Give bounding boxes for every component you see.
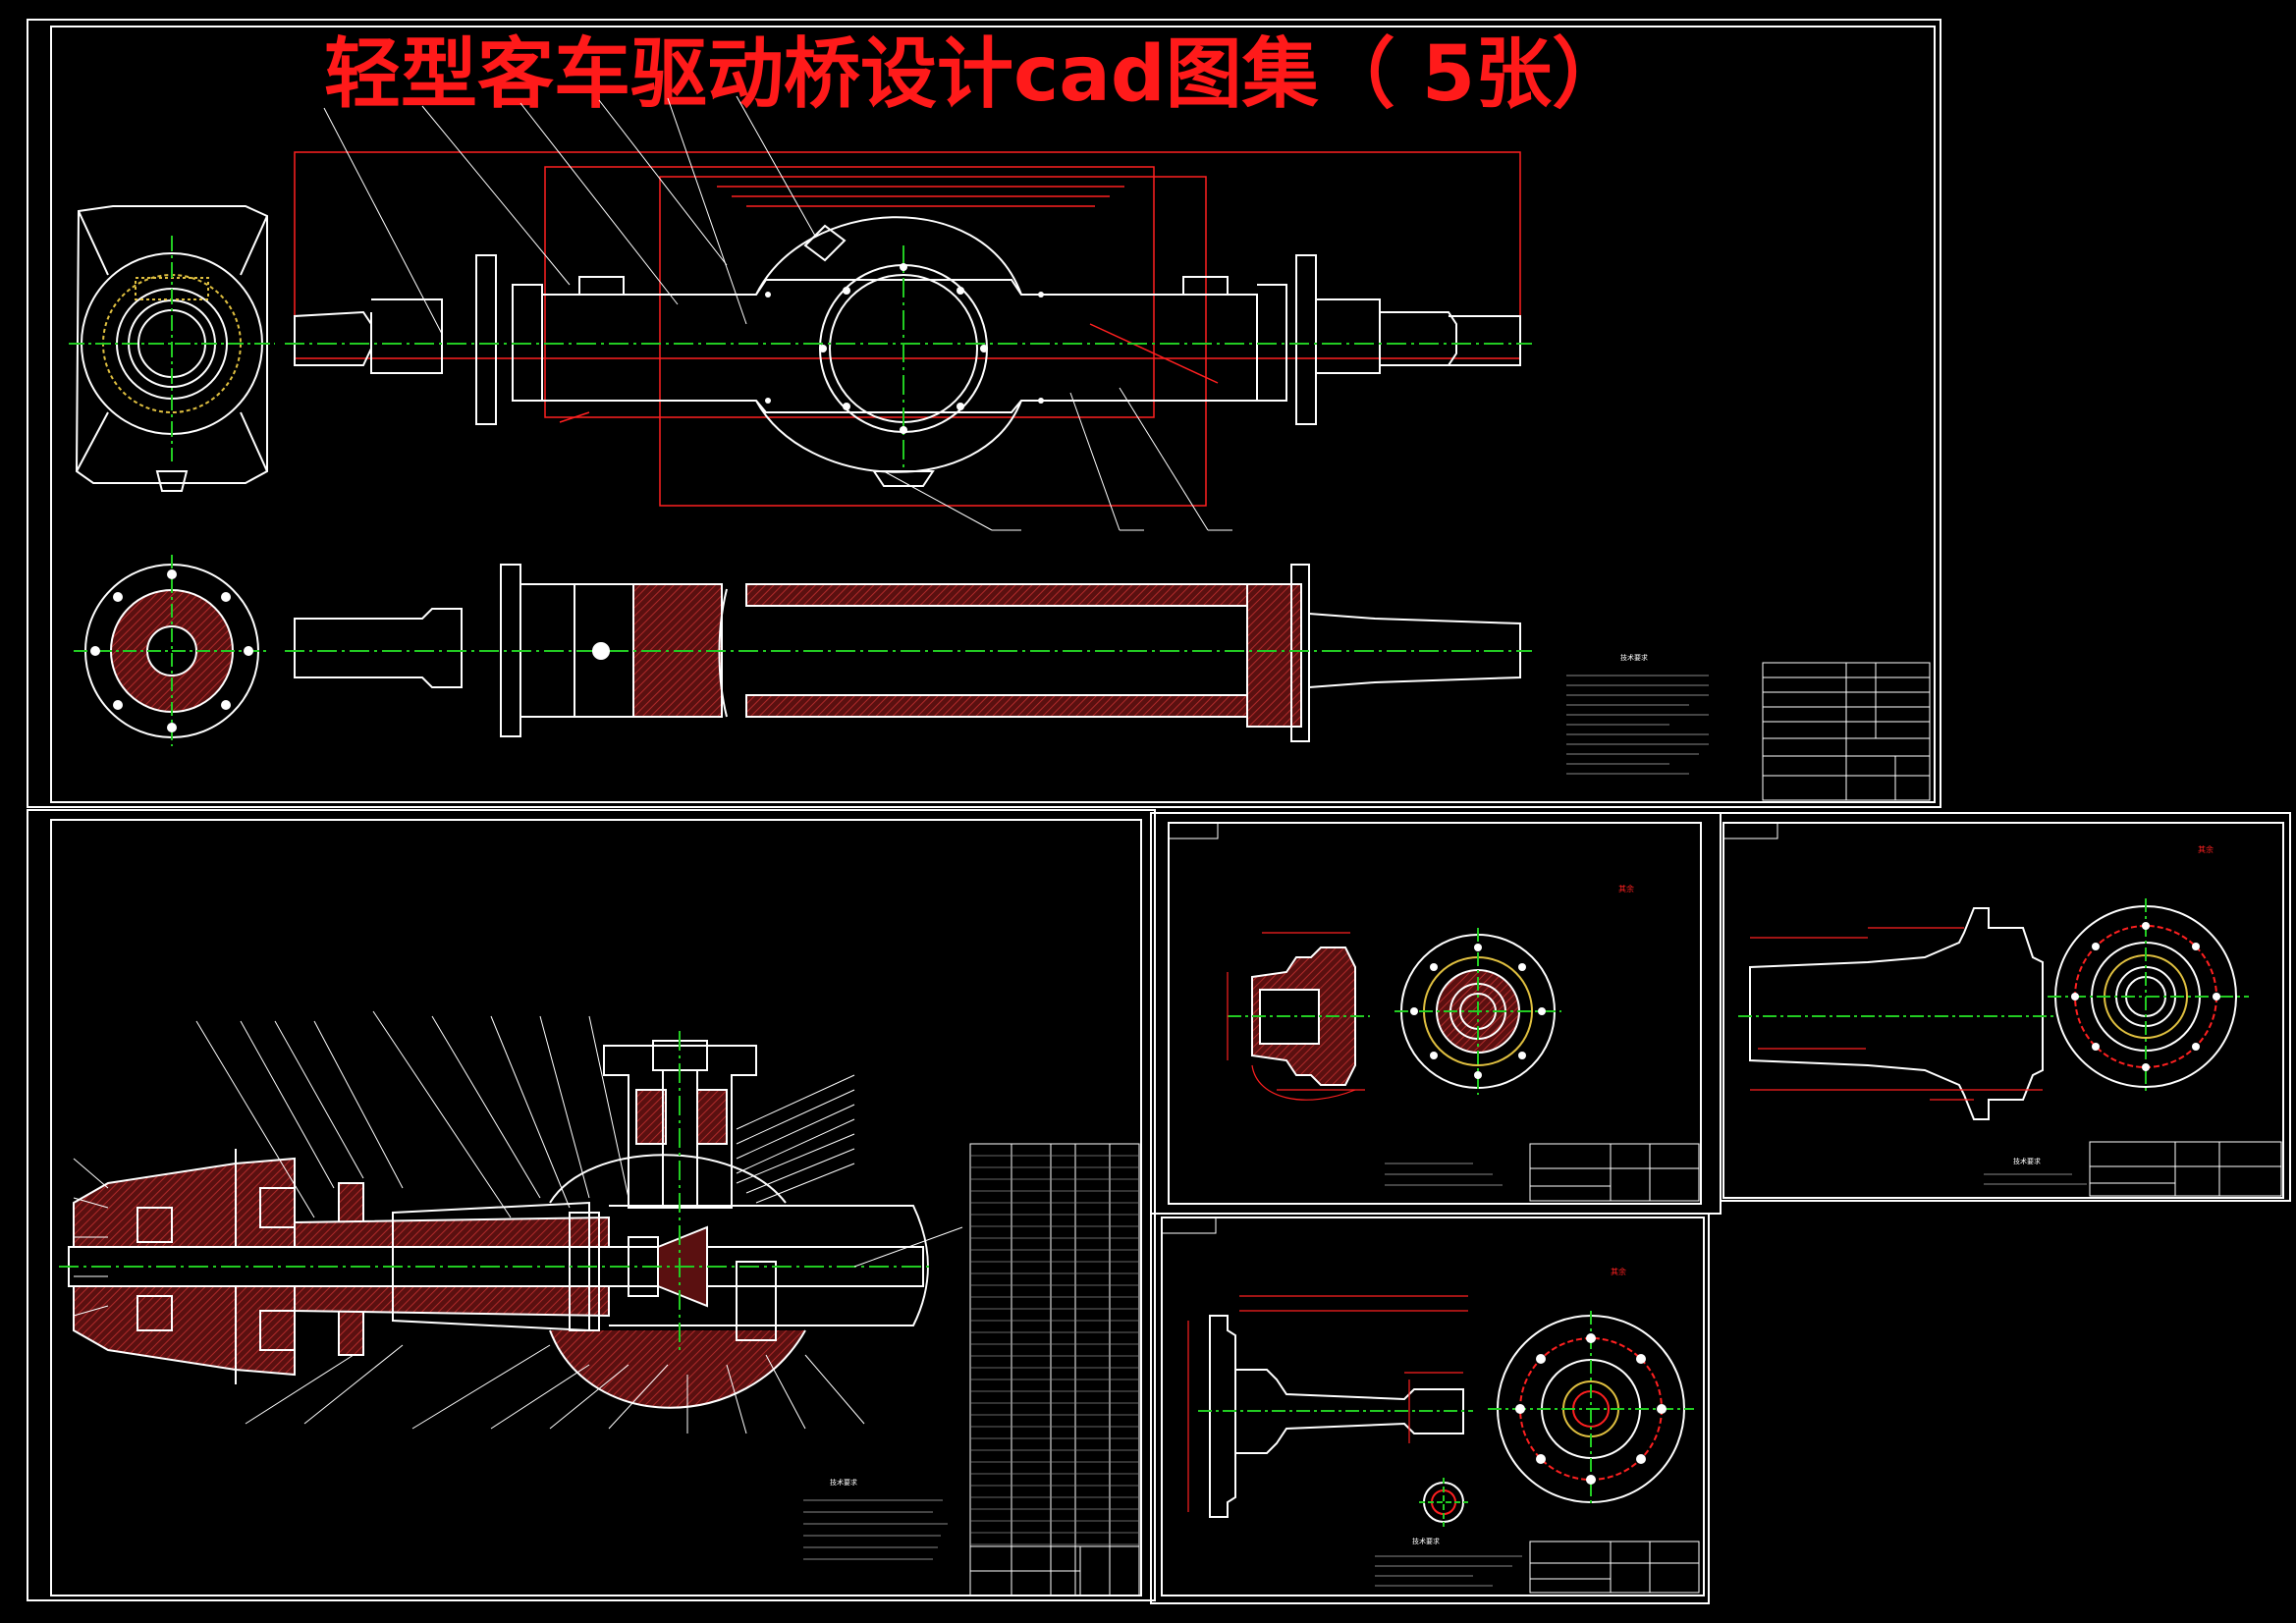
housing-dimension-lines [294,151,1521,507]
housing-front-view [285,216,1532,487]
diff-case-section [1228,947,1370,1086]
diff-case-title-block [1529,1143,1700,1202]
housing-leader-lines [323,95,1232,531]
sleeve-title-block [2089,1141,2282,1197]
sleeve-tech-notes: 技术要求 [1984,1157,2087,1185]
roughness-label: 其余 [1611,1267,1626,1276]
sleeve-profile [1738,907,2057,1120]
sheet-outer-border [27,809,1156,1601]
sheet-corner-tag [1722,822,1778,839]
housing-bolt-holes [765,263,1044,434]
assembly-notes-heading: 技术要求 [830,1478,857,1487]
sheet-inner-border [1168,822,1702,1205]
diff-case-end-view [1394,928,1561,1095]
housing-end-view [69,205,275,492]
assembly-section-view [59,1031,933,1409]
sheet-inner-border [1722,822,2284,1199]
half-shaft-dims [1187,1295,1468,1512]
sheet-outer-border [1720,812,2291,1202]
housing-section-view [285,564,1532,742]
assembly-title-block [969,1545,1140,1596]
half-shaft-notes-heading: 技术要求 [1412,1537,1440,1545]
sheet-half-shaft: 其余 [1150,1213,1710,1604]
housing-tech-notes: 技术要求 [1566,653,1709,775]
sheet-inner-border [50,819,1142,1596]
sheet-differential-case: 其余 [1150,812,1722,1215]
sheet-half-shaft-sleeve: 其余 技术要求 [1720,812,2291,1202]
sheet-inner-border [1161,1217,1705,1596]
diff-case-notes [1385,1163,1503,1186]
assembly-parts-list [969,1143,1140,1596]
sheet-outer-border [27,19,1941,808]
sheet-outer-border [1150,812,1722,1215]
sheet-outer-border [1150,1213,1710,1604]
half-shaft-spline-section [1419,1478,1468,1527]
drawing-set-title: 轻型客车驱动桥设计cad图集（ 5张） [324,30,1628,119]
housing-notes-heading: 技术要求 [1620,653,1648,662]
housing-flange-view [74,555,270,746]
diff-case-dims [1227,932,1365,1101]
sheet-axle-housing: 技术要求 [27,19,1941,808]
sleeve-end-holes [2071,922,2220,1071]
half-shaft-title-block [1529,1541,1700,1594]
roughness-label: 其余 [1618,884,1634,893]
sheet-corner-tag [1161,1217,1217,1234]
roughness-label: 其余 [2198,844,2214,854]
assembly-tech-notes: 技术要求 [803,1478,948,1560]
sleeve-notes-heading: 技术要求 [2013,1157,2041,1165]
diff-case-holes [1410,944,1546,1079]
sheet-corner-tag [1168,822,1219,839]
housing-title-block [1762,662,1931,801]
flange-bolt-holes [90,569,253,732]
half-shaft-flange-holes [1515,1333,1667,1485]
half-shaft-tech-notes: 技术要求 [1375,1537,1522,1587]
half-shaft-profile [1198,1315,1473,1518]
parts-list-rows [970,1155,1139,1545]
assembly-leader-lines [73,1010,963,1434]
sheet-drive-axle-assembly: 技术要求 [27,809,1156,1601]
sheet-inner-border [50,26,1936,803]
sleeve-dims [1750,927,2043,1101]
